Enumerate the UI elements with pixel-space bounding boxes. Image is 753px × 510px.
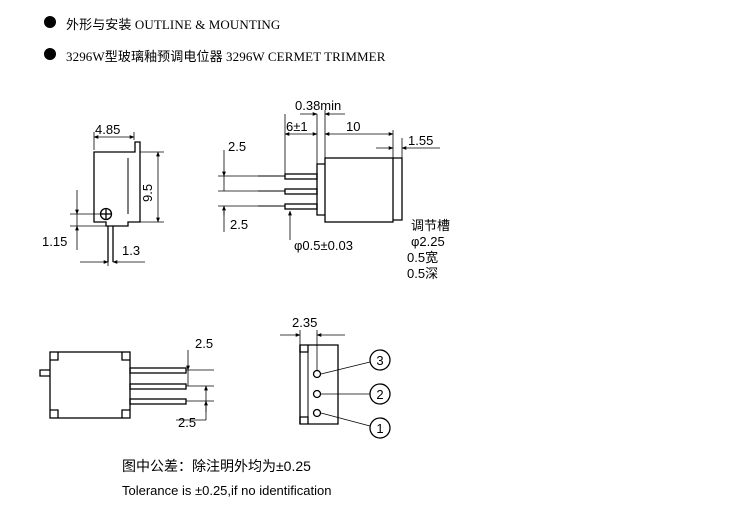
- side-dim-pin-diameter: φ0.5±0.03: [294, 238, 353, 253]
- pin-view: [280, 330, 391, 439]
- front-dim-lead-width: 1.3: [122, 243, 140, 258]
- side-dim-pitch-bottom: 2.5: [230, 217, 248, 232]
- front-view: [70, 132, 164, 266]
- slot-note-width: 0.5宽: [407, 250, 438, 265]
- pin-label-2: 2: [376, 387, 383, 402]
- slot-note-title: 调节槽: [411, 218, 450, 233]
- side-dim-body: 6±1: [286, 119, 308, 134]
- header-bullet-2: [44, 48, 56, 60]
- slot-note-diameter: φ2.25: [411, 234, 445, 249]
- tolerance-chinese: 图中公差：除注明外均为±0.25: [122, 458, 311, 474]
- pin-label-1: 1: [376, 421, 383, 436]
- front-dim-lead-offset: 1.15: [42, 234, 67, 249]
- side-dim-tab: 1.55: [408, 133, 433, 148]
- side-dim-pitch-top: 2.5: [228, 139, 246, 154]
- header-bullet-1: [44, 16, 56, 28]
- bottom-dim-pitch-bottom: 2.5: [178, 415, 196, 430]
- front-dim-width: 4.85: [95, 122, 120, 137]
- pin-label-3: 3: [376, 353, 383, 368]
- tolerance-english: Tolerance is ±0.25,if no identification: [122, 483, 332, 498]
- adjust-screw-icon: [99, 207, 113, 221]
- bottom-view: [39, 350, 214, 421]
- pin-dim-width: 2.35: [292, 315, 317, 330]
- front-dim-height: 9.5: [140, 184, 155, 202]
- side-dim-lead-length: 10: [346, 119, 360, 134]
- bottom-dim-pitch-top: 2.5: [195, 336, 213, 351]
- slot-note-depth: 0.5深: [407, 266, 438, 281]
- header-line-outline: 外形与安装 OUTLINE & MOUNTING: [66, 17, 281, 32]
- side-view: [218, 110, 440, 240]
- side-dim-min: 0.38min: [295, 98, 341, 113]
- header-line-model: 3296W型玻璃釉预调电位器 3296W CERMET TRIMMER: [66, 49, 386, 64]
